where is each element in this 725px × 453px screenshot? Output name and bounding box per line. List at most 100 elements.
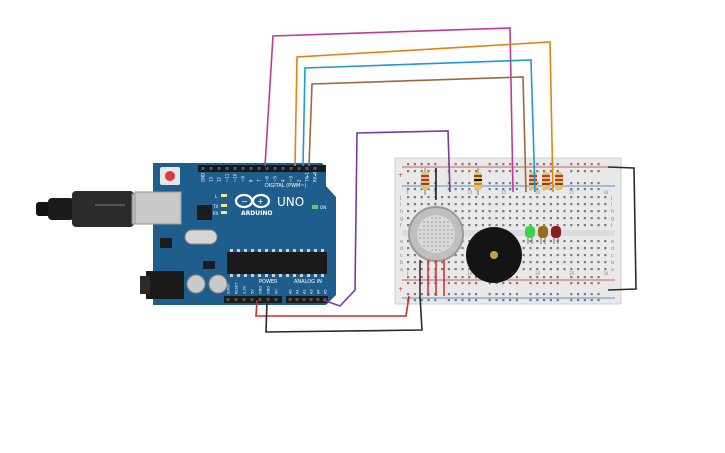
wire-magenta[interactable] — [264, 27, 514, 193]
digital-pin-label: 4 — [281, 179, 286, 182]
breadboard-row-letter: d — [400, 246, 403, 252]
digital-pin-hole[interactable] — [281, 167, 285, 170]
digital-pin-label: ~11 — [225, 173, 230, 182]
power-pin-label: 3.3V — [243, 285, 247, 294]
digital-pin-hole[interactable] — [233, 167, 237, 170]
breadboard-row-letter: h — [400, 209, 403, 215]
digital-pin-hole[interactable] — [265, 167, 269, 170]
breadboard-column-number: 25 — [569, 271, 575, 276]
analog-pin-hole[interactable] — [302, 298, 306, 301]
breadboard-column-number: 1 — [406, 271, 409, 276]
power-pin-label: 5V — [251, 289, 255, 294]
digital-pin-label: 8 — [249, 179, 254, 182]
led-on-label: ON — [320, 205, 326, 210]
breadboard-row-letter: b — [611, 260, 614, 266]
power-pin-label: GND — [267, 286, 271, 294]
breadboard-row-letter: i — [611, 202, 612, 208]
leds — [525, 226, 561, 244]
analog-pin-hole[interactable] — [295, 298, 299, 301]
breadboard-row-letter: b — [400, 260, 403, 266]
led-tx — [221, 204, 227, 207]
breadboard-column-number: 30 — [603, 271, 609, 276]
analog-pin-label: A4 — [317, 289, 321, 294]
power-pin-label: IOREF — [227, 284, 231, 294]
atmega-chip — [227, 252, 327, 274]
wire-red-5v[interactable] — [255, 295, 410, 317]
led-tx-label: TX — [212, 204, 218, 209]
piezo-buzzer — [466, 227, 522, 283]
wire-cyan[interactable] — [302, 59, 536, 193]
digital-pin-label: GND — [201, 173, 206, 182]
digital-pin-hole[interactable] — [313, 167, 317, 170]
breadboard-column-number: 1 — [406, 190, 409, 195]
brand-text: ARDUINO — [241, 210, 272, 217]
breadboard-row-letter: f — [400, 223, 402, 229]
digital-pin-hole[interactable] — [241, 167, 245, 170]
wire-orange[interactable] — [294, 41, 554, 193]
digital-header — [198, 165, 326, 172]
breadboard-row-letter: j — [610, 195, 612, 201]
digital-pin-hole[interactable] — [249, 167, 253, 170]
digital-pin-hole[interactable] — [289, 167, 293, 170]
breadboard-row-letter: g — [611, 216, 614, 222]
wire-brown[interactable] — [308, 76, 527, 193]
breadboard-column-number: 30 — [603, 190, 609, 195]
breadboard-row-letter: a — [611, 267, 614, 273]
resistor-sensor — [421, 168, 429, 195]
breadboard-column-number: 20 — [535, 190, 541, 195]
analog-pin-hole[interactable] — [323, 298, 327, 301]
power-pin-hole[interactable] — [226, 298, 230, 301]
breadboard-row-letter: d — [611, 246, 614, 252]
digital-pin-hole[interactable] — [305, 167, 309, 170]
power-pin-label: GND — [259, 286, 263, 294]
breadboard-row-letter: j — [399, 195, 401, 201]
analog-pin-label: A2 — [303, 289, 307, 294]
wire-purple[interactable] — [322, 130, 451, 307]
led-on — [312, 205, 318, 209]
analog-pin-hole[interactable] — [309, 298, 313, 301]
digital-pin-hole[interactable] — [297, 167, 301, 170]
breadboard-column-number: 10 — [467, 190, 473, 195]
digital-pin-label: ~5 — [273, 176, 278, 182]
rail-plus-bottom: + — [398, 286, 403, 293]
breadboard-row-letter: f — [611, 223, 613, 229]
led-l-label: L — [215, 194, 218, 199]
digital-pin-hole[interactable] — [225, 167, 229, 170]
breadboard-row-letter: c — [611, 253, 614, 259]
led-rx — [221, 211, 227, 214]
breadboard-row-letter: a — [400, 267, 403, 273]
model-text: UNO — [277, 195, 304, 209]
breadboard-row-letter: c — [400, 253, 403, 259]
analog-pin-hole[interactable] — [288, 298, 292, 301]
wire-black-rail[interactable] — [607, 166, 637, 291]
analog-pin-label: A5 — [324, 289, 328, 294]
breadboard-row-letter: e — [611, 239, 614, 245]
power-pin-hole[interactable] — [250, 298, 254, 301]
digital-pin-hole[interactable] — [209, 167, 213, 170]
breadboard-column-number: 25 — [569, 190, 575, 195]
breadboard-row-letter: g — [400, 216, 403, 222]
led-green — [525, 226, 535, 244]
led-l — [221, 194, 227, 197]
power-pin-hole[interactable] — [266, 298, 270, 301]
digital-pin-hole[interactable] — [201, 167, 205, 170]
wire-black-gnd[interactable] — [265, 295, 423, 333]
power-pin-hole[interactable] — [258, 298, 262, 301]
digital-pin-hole[interactable] — [217, 167, 221, 170]
digital-pin-label: 7 — [257, 179, 262, 182]
arduino-logo-icon: − + — [234, 193, 271, 209]
digital-pin-hole[interactable] — [273, 167, 277, 170]
power-pin-label: Vin — [275, 288, 279, 294]
power-pin-hole[interactable] — [274, 298, 278, 301]
digital-pin-label: RX◂0 — [313, 171, 318, 182]
analog-pin-hole[interactable] — [316, 298, 320, 301]
breadboard-row-letter: h — [611, 209, 614, 215]
rail-plus-top: + — [398, 172, 403, 179]
power-pin-hole[interactable] — [234, 298, 238, 301]
power-pin-hole[interactable] — [242, 298, 246, 301]
breadboard-row-letter: e — [400, 239, 403, 245]
power-label: POWER — [259, 279, 278, 285]
analog-pin-label: A1 — [296, 289, 300, 294]
digital-pin-hole[interactable] — [257, 167, 261, 170]
